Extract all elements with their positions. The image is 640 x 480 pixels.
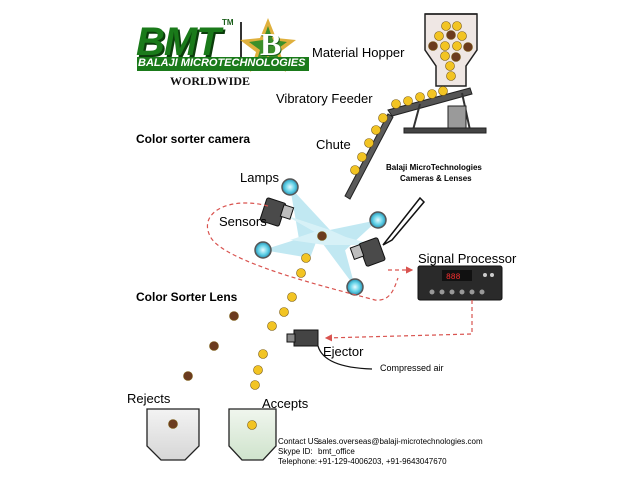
sensor-camera-left: [259, 197, 295, 227]
lamp-top: [281, 178, 299, 196]
reject-grain: [168, 419, 178, 429]
hopper-grain: [457, 31, 467, 41]
label-accepts: Accepts: [262, 396, 309, 411]
rejects-bin: [146, 408, 200, 461]
reject-grain: [317, 231, 327, 241]
accept-grain: [391, 99, 401, 109]
hopper-grain: [441, 21, 451, 31]
contact-email[interactable]: sales.overseas@balaji-microtechnologies.…: [318, 437, 483, 446]
accept-grain: [427, 89, 437, 99]
label-ejector: Ejector: [323, 344, 364, 359]
hopper-grain: [428, 41, 438, 51]
skype-id: bmt_office: [318, 447, 355, 456]
accept-grain: [357, 152, 367, 162]
camera-callout-pointer: [382, 196, 426, 246]
lamp-bottom: [346, 278, 364, 296]
logo-tagline: WORLDWIDE: [170, 74, 251, 88]
logo-banner: [137, 57, 309, 71]
lamp-left: [254, 241, 272, 259]
chute: [344, 113, 394, 200]
sensor-signal-loop: [206, 202, 414, 301]
accept-grain: [267, 321, 277, 331]
accept-grain: [296, 268, 306, 278]
logo-company: BALAJI MICROTECHNOLOGIES: [138, 57, 306, 69]
accept-grain: [301, 253, 311, 263]
accept-grain: [279, 307, 289, 317]
accept-grain: [438, 86, 448, 96]
label-color-sorter-lens: Color Sorter Lens: [136, 290, 238, 304]
reject-grain: [229, 311, 239, 321]
hopper-grain: [446, 30, 456, 40]
reject-grain: [183, 371, 193, 381]
logo-mark: BMT: [136, 20, 221, 64]
hopper-grain: [451, 52, 461, 62]
sensor-camera-right: [349, 237, 386, 267]
label-signal-processor: Signal Processor: [418, 251, 517, 266]
reject-grain: [209, 341, 219, 351]
accept-grain: [364, 138, 374, 148]
label-compressed-air: Compressed air: [380, 363, 444, 373]
telephone-numbers: +91-129-4006203, +91-9643047670: [318, 457, 447, 466]
signal-processor: 888: [417, 265, 503, 301]
lamp-right: [369, 211, 387, 229]
label-lamps: Lamps: [240, 170, 280, 185]
hopper-grain: [440, 51, 450, 61]
accepts-bin: [228, 408, 277, 461]
accept-grain: [253, 365, 263, 375]
telephone-label: Telephone:: [278, 457, 318, 466]
accept-grain: [371, 125, 381, 135]
label-material-hopper: Material Hopper: [312, 45, 405, 60]
hopper-grain: [463, 42, 473, 52]
accept-grain: [247, 420, 257, 430]
contact-label: Contact US:: [278, 437, 322, 446]
hopper-grain: [452, 41, 462, 51]
skype-label: Skype ID:: [278, 447, 313, 456]
accept-grain: [287, 292, 297, 302]
hopper-grain: [434, 31, 444, 41]
label-vibratory-feeder: Vibratory Feeder: [276, 91, 373, 106]
label-rejects: Rejects: [127, 391, 171, 406]
flowing-grains: [168, 86, 448, 430]
ejector: [286, 329, 373, 370]
accept-grain: [250, 380, 260, 390]
logo-monogram: B: [260, 26, 282, 62]
hopper-grains: [428, 21, 473, 81]
label-sensors: Sensors: [219, 214, 267, 229]
hopper-grain: [440, 41, 450, 51]
label-color-sorter-camera: Color sorter camera: [136, 132, 251, 146]
hopper-grain: [445, 61, 455, 71]
contact-block: Contact US:sales.overseas@balaji-microte…: [278, 437, 483, 467]
light-beams: [263, 187, 378, 287]
b-monogram-logo: [240, 18, 296, 72]
accept-grain: [378, 113, 388, 123]
svg-text:888: 888: [446, 273, 461, 282]
ejector-signal-line: [324, 300, 473, 342]
accept-grain: [258, 349, 268, 359]
logo-trademark: TM: [222, 18, 234, 27]
hopper-grain: [452, 21, 462, 31]
accept-grain: [415, 92, 425, 102]
accept-grain: [403, 96, 413, 106]
label-chute: Chute: [316, 137, 351, 152]
accept-grain: [350, 165, 360, 175]
hopper-grain: [446, 71, 456, 81]
label-cameras-lenses: Cameras & Lenses: [400, 174, 472, 183]
vibratory-feeder: [387, 87, 487, 134]
label-bmt-cameras: Balaji MicroTechnologies: [386, 163, 482, 172]
